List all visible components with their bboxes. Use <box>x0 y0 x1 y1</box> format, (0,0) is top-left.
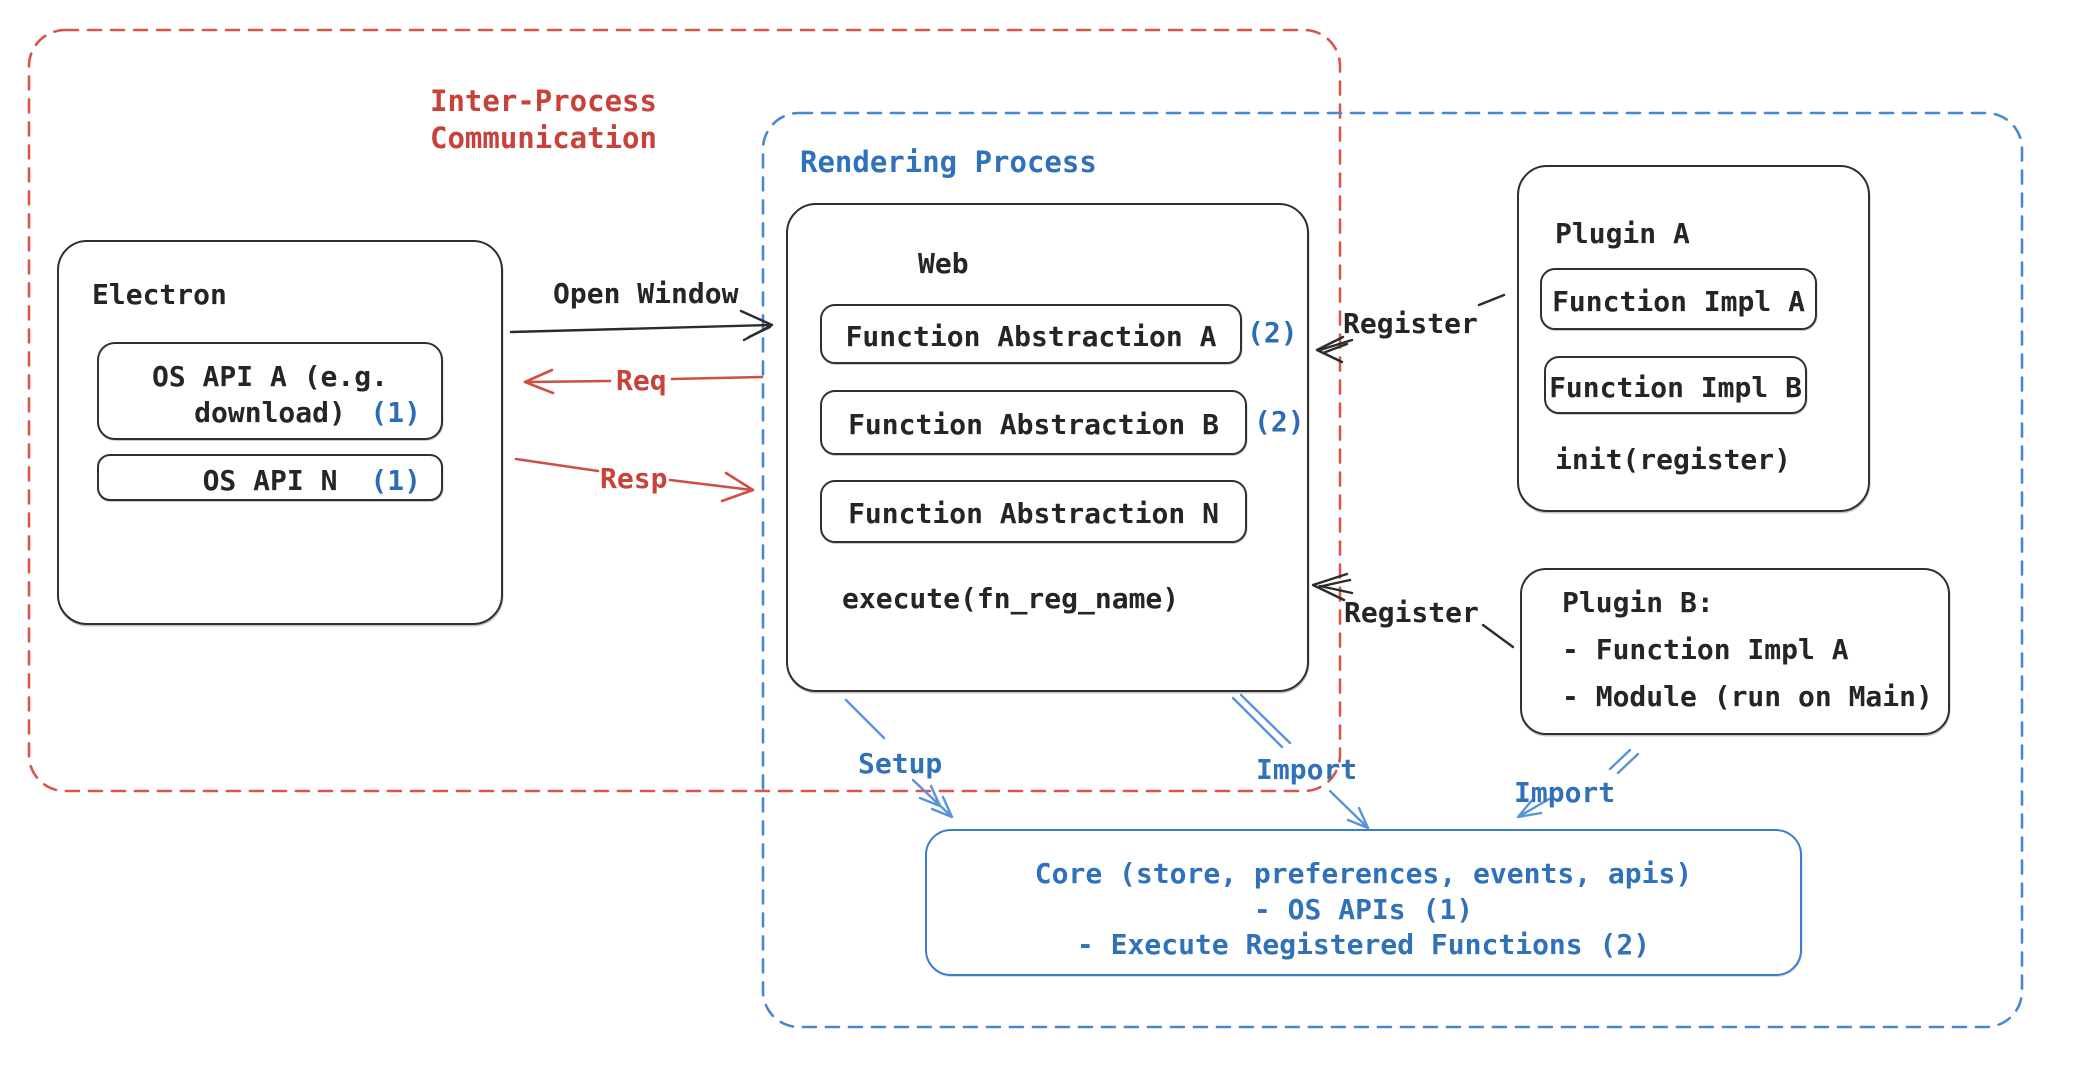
ipc-region-title-line1: Inter-Process <box>430 84 657 118</box>
open-window-label: Open Window <box>553 277 739 310</box>
import-web-label: Import <box>1256 753 1358 786</box>
import-plugin-label: Import <box>1514 776 1616 809</box>
req-label: Req <box>616 364 667 397</box>
rendering-region-title: Rendering Process <box>800 145 1097 179</box>
register-bottom-label: Register <box>1344 596 1479 629</box>
ipc-region-title-line2: Communication <box>430 121 657 155</box>
setup-label: Setup <box>858 747 943 780</box>
register-top-label: Register <box>1343 307 1478 340</box>
resp-label: Resp <box>600 462 668 495</box>
